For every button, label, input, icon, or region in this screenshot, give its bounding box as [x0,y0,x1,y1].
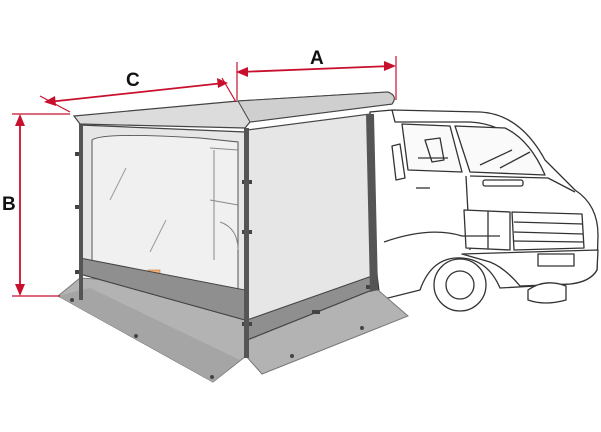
grille-slat [513,221,584,225]
hood-vent [482,179,524,187]
dimension-lines [12,56,397,297]
dimension-c-arrow-right [217,78,228,88]
interior-sidewall [209,147,239,260]
hood [469,175,576,193]
dimension-a-label: A [310,48,324,69]
peg [360,326,364,330]
dimension-c [39,77,237,113]
windshield [454,125,546,176]
tab [312,310,320,314]
peg [210,375,214,379]
grille-slat [513,231,584,235]
awning-room [57,91,409,383]
fender-line [383,231,500,243]
grille [511,211,585,251]
ground-sheet-shade [58,288,240,382]
dimension-b [12,113,70,297]
peg [70,298,74,302]
dimension-b-label: B [2,194,16,215]
dimension-b-arrow-bottom [15,284,25,296]
seat-outline [418,137,448,163]
wiper [479,149,513,166]
dimension-b-arrow-top [15,114,25,126]
dimension-c-line [47,82,225,103]
side-mirror [391,143,406,181]
dimension-c-label: C [126,70,140,91]
left-panel-doorway [91,134,239,297]
ground-pegs [70,298,364,379]
rear-wheel [527,282,567,304]
grille-slat [513,240,584,243]
headlight [463,209,511,251]
mesh-highlight [149,219,167,253]
peg [134,334,138,338]
dimension-a-line [239,65,393,73]
van-side-strap [366,114,378,292]
awning-cassette-front [237,91,395,123]
mesh-highlight [109,167,127,201]
dimension-c-extension-right [221,77,237,103]
license-plate [537,253,575,267]
dimension-a-arrow-left [236,67,248,77]
dimension-a [236,56,397,100]
wiper [499,151,531,169]
peg [290,354,294,358]
corner-pole-left [79,124,83,300]
corner-pole-front [244,128,249,358]
side-window [401,123,463,173]
dimension-a-arrow-right [384,61,396,71]
front-wheel-hub [445,270,475,300]
dimension-c-extension-left [39,95,71,113]
van [369,109,599,312]
